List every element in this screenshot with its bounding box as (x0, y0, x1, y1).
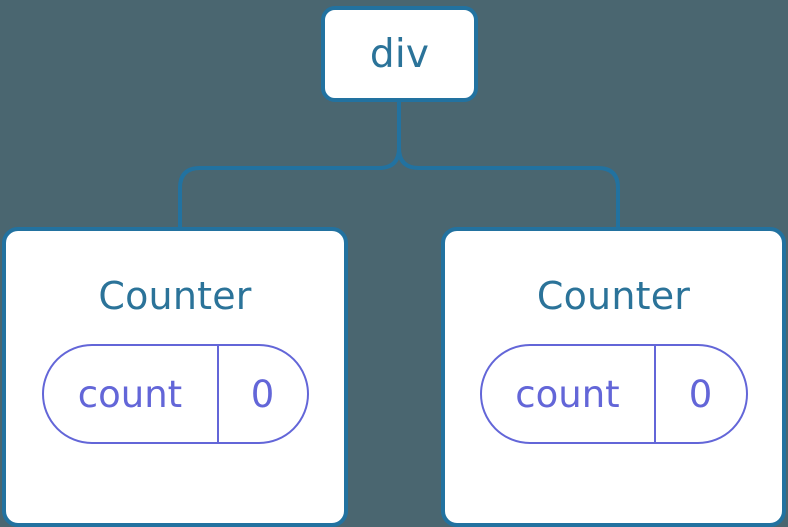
state-pill-left[interactable]: count 0 (41, 344, 309, 444)
node-counter-right[interactable]: Counter count 0 (441, 227, 786, 527)
node-counter-left[interactable]: Counter count 0 (2, 227, 348, 527)
connector-lines (178, 102, 620, 229)
connector-right-branch (397, 102, 620, 229)
state-key-right: count (482, 346, 656, 442)
diagram-canvas: div Counter count 0 Counter count 0 (2, 6, 786, 527)
connector-left-branch (178, 102, 401, 229)
state-pill-right[interactable]: count 0 (479, 344, 748, 444)
node-div-label: div (369, 31, 430, 77)
state-value-left: 0 (250, 372, 275, 416)
node-counter-right-label: Counter (536, 274, 691, 318)
state-key-left: count (44, 346, 219, 442)
node-counter-left-label: Counter (98, 274, 252, 318)
node-div[interactable]: div (321, 6, 478, 102)
state-value-right: 0 (688, 372, 713, 416)
